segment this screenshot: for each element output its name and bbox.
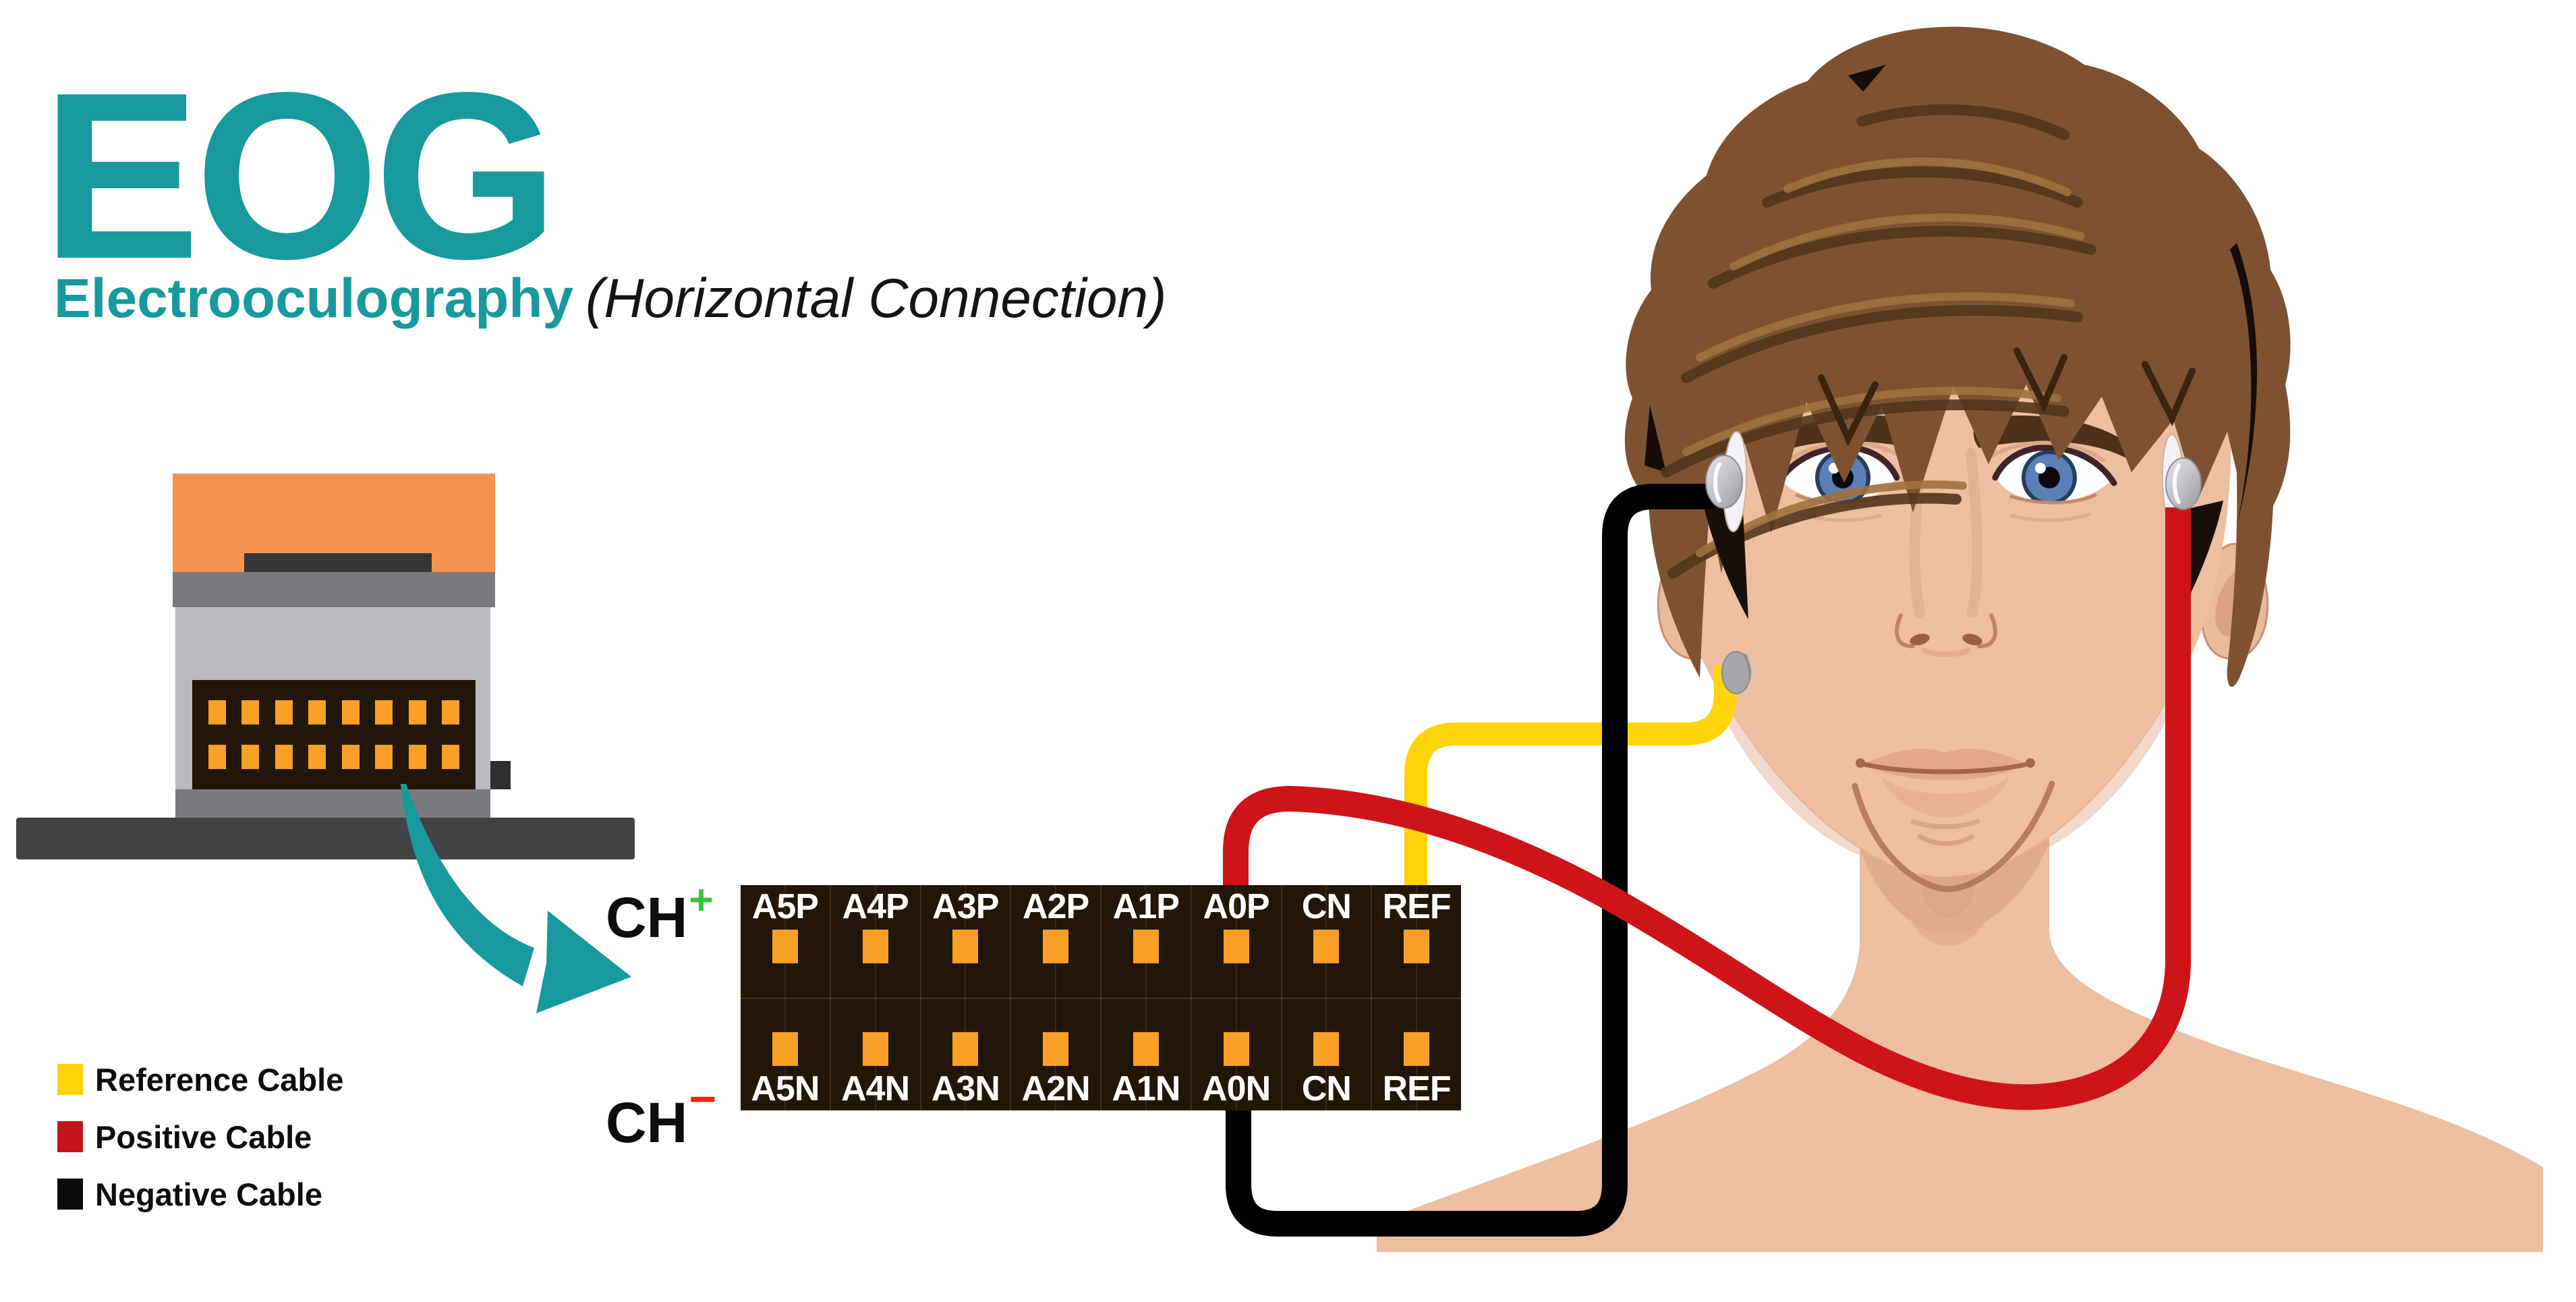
pin-icon xyxy=(1043,930,1069,963)
jaw-line xyxy=(1852,781,2055,893)
pin-icon xyxy=(952,1032,979,1066)
reference-cable xyxy=(1404,665,1737,1052)
pin-label: A2N xyxy=(1021,1069,1091,1108)
pin-icon xyxy=(1133,1032,1159,1066)
legend-label: Positive Cable xyxy=(95,1119,312,1155)
connector-column: A4P A4N xyxy=(831,885,921,1110)
connector-column: A5P A5N xyxy=(741,885,831,1110)
pin-label: REF xyxy=(1382,887,1452,926)
right-eye xyxy=(1989,441,2117,522)
left-temple-electrode xyxy=(1705,455,1743,509)
pin-icon xyxy=(241,745,260,769)
pin-label: A0P xyxy=(1203,887,1270,926)
pin-icon xyxy=(275,700,293,725)
legend-item-negative: Negative Cable xyxy=(57,1176,343,1212)
minus-sign-icon: − xyxy=(689,1073,717,1125)
plus-sign-icon: + xyxy=(689,877,714,924)
connector-column: A0P A0N xyxy=(1192,885,1282,1110)
device-pin-row-top xyxy=(192,700,476,725)
pin-icon xyxy=(308,745,326,769)
device-upper-band xyxy=(173,572,495,607)
pin-icon xyxy=(375,700,393,725)
device-header-connector xyxy=(192,680,476,789)
legend-label: Negative Cable xyxy=(95,1176,322,1212)
torso xyxy=(1377,769,2543,1252)
page-title: EOG xyxy=(42,43,559,308)
lips xyxy=(1856,748,2035,829)
pin-label: A1N xyxy=(1112,1069,1180,1108)
pin-label: CN xyxy=(1301,887,1352,926)
pin-label: A2P xyxy=(1023,887,1089,926)
pin-icon xyxy=(442,700,460,725)
device-pin-row-bottom xyxy=(192,745,476,769)
pin-icon xyxy=(1223,930,1249,963)
pin-icon xyxy=(1133,930,1159,963)
pin-icon xyxy=(442,745,460,769)
pin-icon xyxy=(1404,930,1430,963)
pin-icon xyxy=(1043,1032,1069,1066)
pin-icon xyxy=(208,745,226,769)
pin-label: A4N xyxy=(841,1069,910,1108)
pin-icon xyxy=(862,1032,888,1066)
legend-item-positive: Positive Cable xyxy=(57,1119,343,1155)
connector-column: A1P A1N xyxy=(1101,885,1192,1110)
pin-icon xyxy=(1404,1032,1430,1066)
pin-icon xyxy=(772,1032,798,1066)
pin-label: REF xyxy=(1382,1069,1452,1108)
page-subtitle: Electrooculography(Horizontal Connection… xyxy=(54,268,1166,329)
ch-plus-text: CH xyxy=(606,886,688,949)
chin-crease xyxy=(1917,834,1975,846)
pin-label: CN xyxy=(1301,1069,1352,1108)
connector-column: A2P A2N xyxy=(1011,885,1101,1110)
pin-label: A5N xyxy=(751,1069,820,1108)
connector-column: CN CN xyxy=(1282,885,1373,1110)
pin-icon xyxy=(208,700,226,725)
negative-cable xyxy=(1226,484,1715,1237)
channel-negative-label: CH− xyxy=(606,1075,716,1154)
red-swatch-icon xyxy=(57,1121,83,1152)
pin-icon xyxy=(1223,1032,1249,1066)
pin-icon xyxy=(341,700,360,725)
ch-minus-text: CH xyxy=(606,1091,688,1154)
pin-icon xyxy=(408,700,426,725)
channel-positive-label: CH+ xyxy=(606,880,714,949)
pin-icon xyxy=(772,930,798,963)
pin-label: A0N xyxy=(1202,1069,1271,1108)
pin-label: A4P xyxy=(842,887,909,926)
pin-icon xyxy=(241,700,260,725)
pin-icon xyxy=(862,930,888,963)
pin-icon xyxy=(408,745,426,769)
legend-item-reference: Reference Cable xyxy=(57,1061,344,1098)
black-swatch-icon xyxy=(57,1179,83,1210)
hair xyxy=(1624,26,2291,687)
pin-icon xyxy=(1313,930,1340,963)
pin-icon xyxy=(952,930,979,963)
pin-label: A3P xyxy=(932,887,999,926)
pin-icon xyxy=(341,745,360,769)
pin-label: A1P xyxy=(1112,887,1180,926)
connector-column: A3P A3N xyxy=(921,885,1012,1110)
right-temple-electrode xyxy=(2165,457,2202,510)
yellow-swatch-icon xyxy=(57,1064,83,1095)
device-platform xyxy=(16,818,635,859)
cable-legend: Reference Cable Positive Cable Negative … xyxy=(57,1061,344,1235)
subtitle-name: Electrooculography xyxy=(54,268,574,329)
subtitle-mode: (Horizontal Connection) xyxy=(585,268,1167,329)
pin-icon xyxy=(308,700,326,725)
pin-label: A5P xyxy=(751,887,819,926)
device-lower-band xyxy=(175,789,490,818)
connector-column: REF REF xyxy=(1372,885,1461,1110)
left-sideburn xyxy=(1702,501,1748,619)
pin-icon xyxy=(275,745,293,769)
pin-label: A3N xyxy=(931,1069,1000,1108)
positive-cable xyxy=(1223,507,2191,1110)
legend-label: Reference Cable xyxy=(95,1061,344,1098)
device-side-tab xyxy=(490,761,511,789)
pin-connector-block: A5P A5N A4P A4N A3P A3N A2P A2N A1P A1N … xyxy=(741,885,1461,1110)
pin-icon xyxy=(1313,1032,1340,1066)
ear-reference-electrode xyxy=(1721,651,1751,694)
pin-icon xyxy=(375,745,393,769)
